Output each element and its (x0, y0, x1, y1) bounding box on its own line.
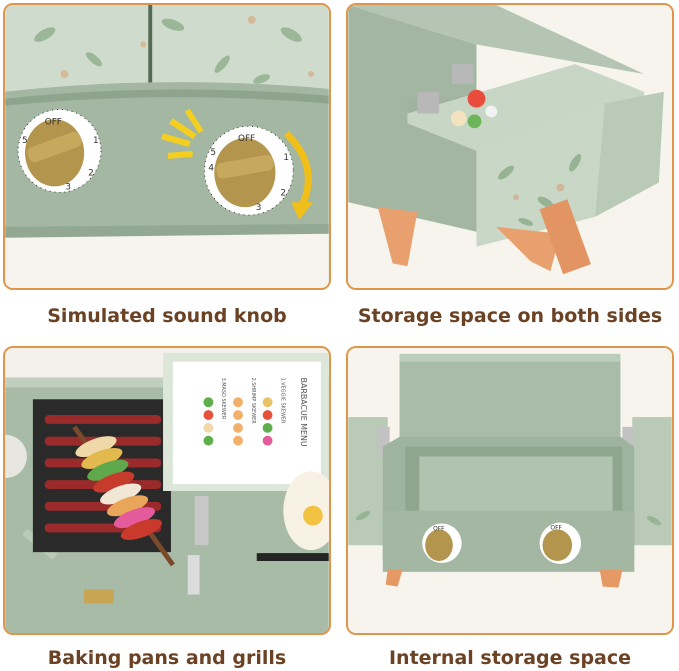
menu-card (172, 361, 321, 485)
knob2-1-label: 1 (283, 153, 289, 163)
knob-right-icon (203, 125, 294, 216)
menu-item-3: 3.MASO SKEWER (220, 378, 226, 420)
knob-left-icon (17, 109, 102, 193)
menu-item-1: 1.VEGGIE SKEWER (279, 378, 285, 424)
panel-grills: BARBACUE MENU 1.VEGGIE SKEWER 2.SHRIMP S… (3, 346, 331, 635)
knob2-off-label: OFF (238, 134, 255, 144)
knob1-1-label: 1 (93, 136, 99, 146)
knob4-off-label: OFF (550, 525, 562, 531)
knob2-3-label: 3 (256, 203, 262, 213)
side-storage-photo (348, 5, 672, 288)
panel-internal-storage: OFF OFF (346, 346, 674, 635)
knob-internal-left-icon (422, 523, 462, 563)
knob2-5-label: 5 (210, 148, 216, 158)
knob1-3-label: 3 (65, 182, 71, 192)
knob1-5-label: 5 (22, 136, 28, 146)
knob2-4-label: 4 (208, 164, 214, 174)
caption-sound-knob: Simulated sound knob (47, 305, 287, 327)
internal-storage-photo: OFF OFF (348, 348, 672, 633)
rotate-arrow-icon (283, 130, 312, 209)
panel-side-storage (346, 3, 674, 290)
knob1-off-label: OFF (45, 117, 62, 127)
panel-sound-knob: OFF 1 2 3 5 OFF 1 2 3 4 5 (3, 3, 331, 290)
grill-photo: BARBACUE MENU 1.VEGGIE SKEWER 2.SHRIMP S… (5, 348, 329, 633)
knob1-2-label: 2 (88, 169, 94, 179)
caption-grills: Baking pans and grills (47, 647, 287, 669)
sound-knob-photo: OFF 1 2 3 5 OFF 1 2 3 4 5 (5, 5, 329, 288)
sound-rays-icon (161, 108, 204, 159)
leg-right-icon (496, 226, 561, 272)
menu-title: BARBACUE MENU (299, 378, 308, 447)
caption-side-storage: Storage space on both sides (357, 305, 663, 327)
knob3-off-label: OFF (433, 526, 445, 532)
knob-internal-right-icon (539, 522, 582, 564)
menu-item-2: 2.SHRIMP SKEWER (250, 378, 256, 425)
knob2-2-label: 2 (280, 188, 286, 198)
caption-internal-storage: Internal storage space (388, 647, 632, 669)
leg-left-icon (377, 207, 418, 267)
